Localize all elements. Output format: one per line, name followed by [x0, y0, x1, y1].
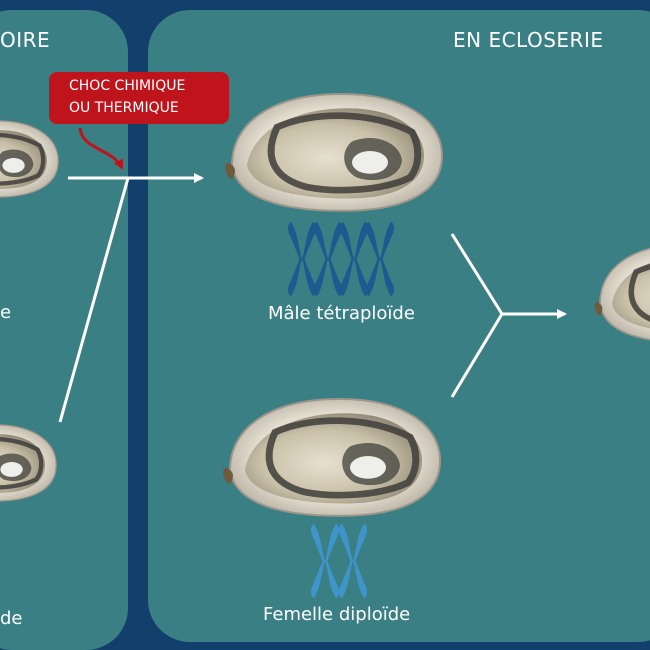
merge-line-top: [450, 233, 504, 315]
left-label-top-fragment: e: [0, 302, 12, 323]
female-label: Femelle diploïde: [263, 604, 411, 625]
arrow-line-from-bottom: [58, 177, 130, 423]
callout-pointer-icon: [78, 127, 124, 170]
left-label-bottom-fragment: de: [0, 608, 23, 629]
merge-line-bottom: [450, 313, 504, 398]
callout-box: CHOC CHIMIQUE OU THERMIQUE: [49, 72, 229, 124]
callout-line-2: OU THERMIQUE: [69, 100, 179, 116]
male-label: Mâle tétraploïde: [268, 303, 415, 324]
right-panel-header: EN ECLOSERIE: [453, 28, 604, 52]
callout-line-1: CHOC CHIMIQUE: [69, 78, 186, 94]
left-panel-header: OIRE: [0, 28, 51, 52]
